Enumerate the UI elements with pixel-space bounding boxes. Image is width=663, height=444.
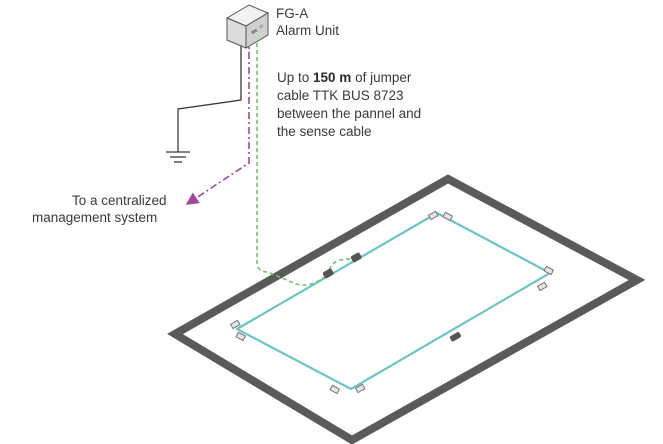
- note-distance: 150 m: [313, 70, 352, 85]
- note-line-1-post: of jumper: [351, 70, 412, 85]
- note-line-2: cable TTK BUS 8723: [277, 88, 404, 103]
- ground-wire: [177, 37, 242, 152]
- cable-connector-icon: [449, 332, 461, 342]
- note-line-1: Up to 150 m of jumper: [277, 69, 411, 86]
- management-line-1: To a centralized: [72, 193, 167, 208]
- perimeter-frame: [167, 174, 646, 444]
- wall-box-icon: [225, 4, 270, 49]
- network-link: [185, 37, 250, 205]
- jumper-cable: [256, 36, 358, 286]
- unit-name: FG-A: [276, 6, 309, 21]
- ground-symbol-icon: [166, 151, 190, 163]
- unit-subtitle: Alarm Unit: [276, 23, 340, 38]
- note-line-3: between the pannel and: [277, 106, 422, 121]
- cable-connector-icon: [322, 252, 362, 279]
- note-line-4: the sense cable: [277, 124, 372, 139]
- note-line-1-pre: Up to: [277, 70, 314, 85]
- cable-clip-icon: [229, 210, 555, 395]
- management-line-2: management system: [32, 210, 158, 225]
